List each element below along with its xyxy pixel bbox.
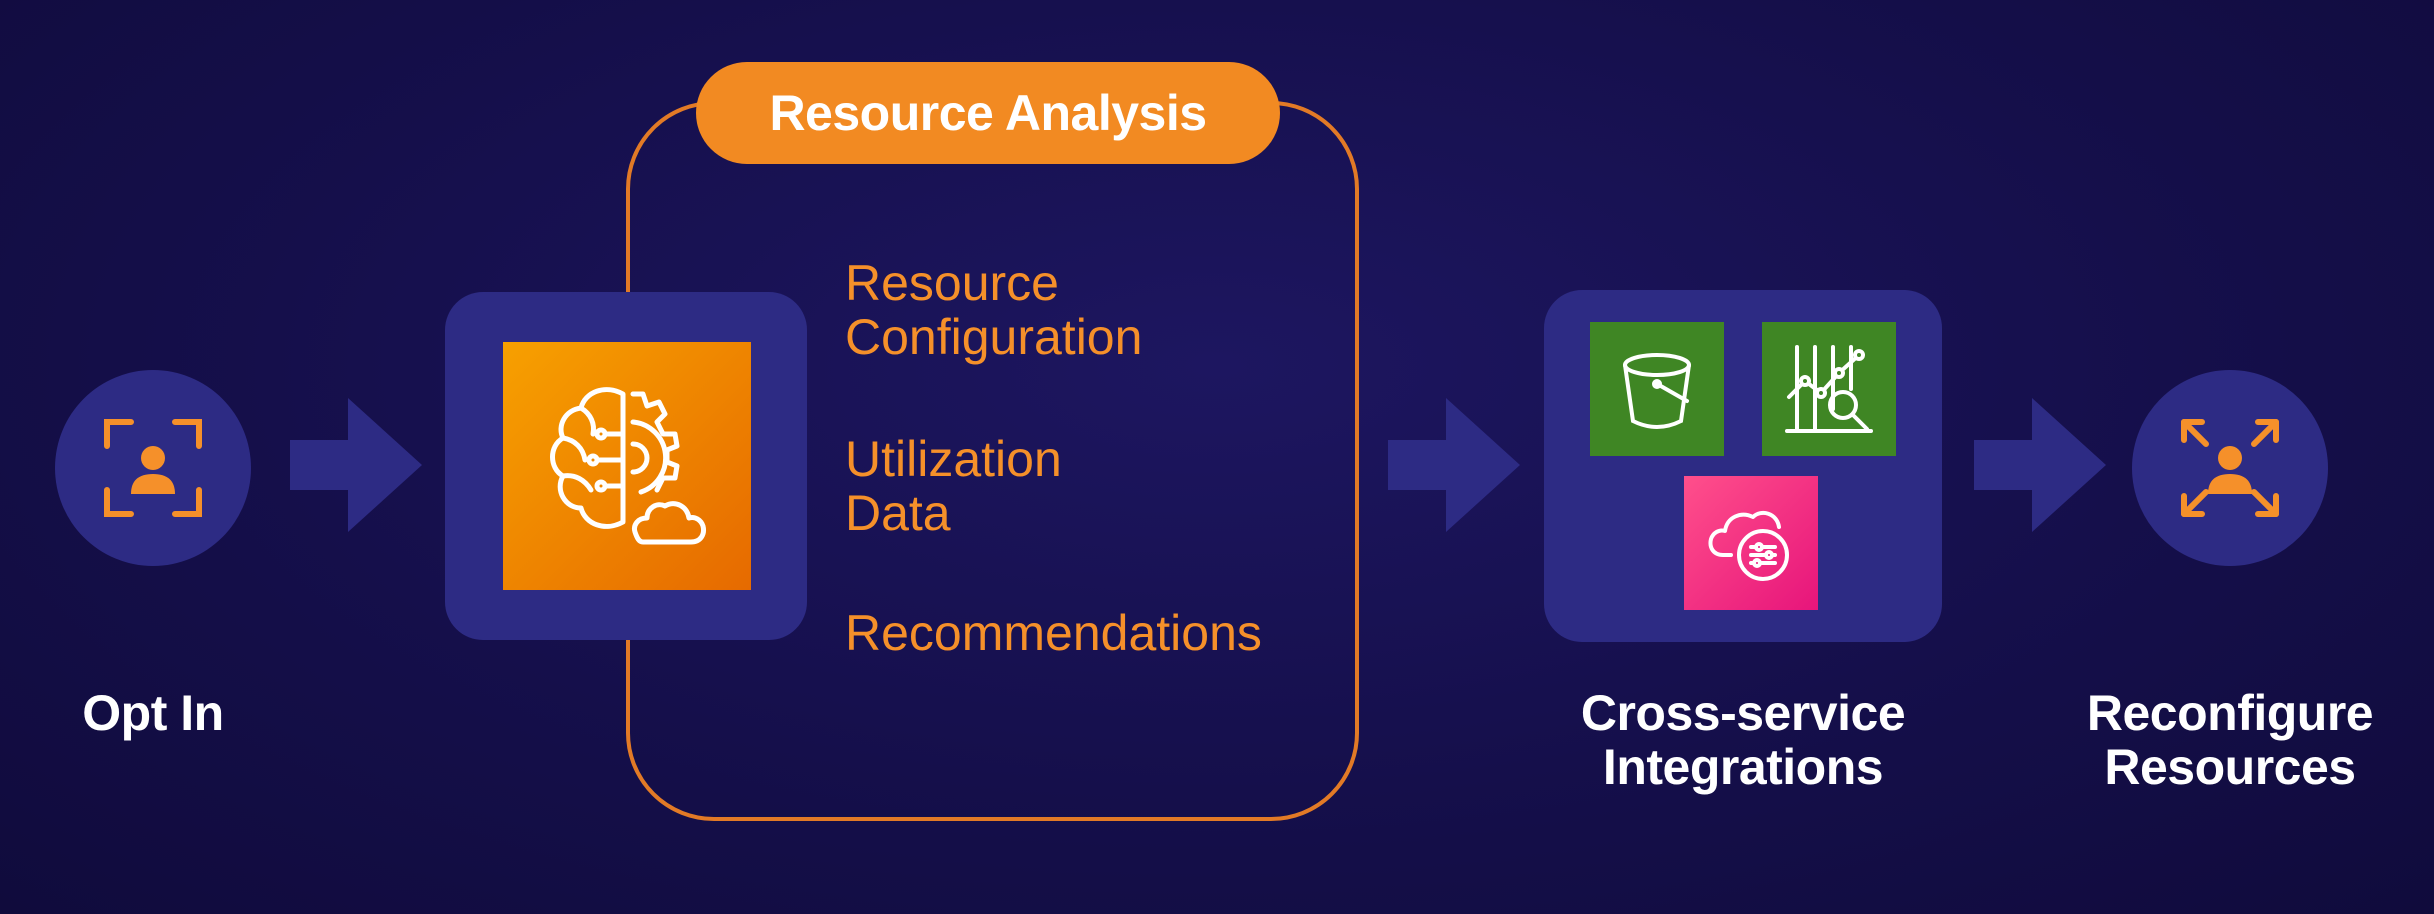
analysis-item-resource-configuration: Resource Configuration bbox=[845, 255, 1143, 365]
s3-service-tile bbox=[1590, 322, 1724, 456]
machine-learning-brain-gear-icon bbox=[550, 387, 706, 545]
analytics-service-tile bbox=[1762, 322, 1896, 456]
arrow-icon bbox=[290, 398, 422, 532]
analysis-item-utilization-data: Utilization Data bbox=[845, 431, 1062, 541]
cloud-settings-icon bbox=[1708, 510, 1789, 581]
reconfigure-label-line2: Resources bbox=[2104, 739, 2356, 795]
opt-in-badge bbox=[55, 370, 251, 566]
cross-service-label-line2: Integrations bbox=[1602, 739, 1884, 795]
cross-service-label: Cross-service Integrations bbox=[1500, 686, 1986, 794]
arrow-icon bbox=[1388, 398, 1520, 532]
s3-bucket-icon bbox=[1623, 353, 1691, 429]
analytics-chart-icon bbox=[1785, 345, 1873, 433]
user-focus-icon bbox=[104, 419, 202, 517]
arrow-icon bbox=[1974, 398, 2106, 532]
analysis-item-recommendations: Recommendations bbox=[845, 605, 1262, 661]
reconfigure-label-line1: Reconfigure bbox=[2086, 685, 2374, 741]
cross-service-label-line1: Cross-service bbox=[1580, 685, 1906, 741]
cloud-settings-service-tile bbox=[1684, 476, 1818, 610]
opt-in-label: Opt In bbox=[82, 685, 224, 741]
resource-analysis-title: Resource Analysis bbox=[696, 62, 1280, 164]
reconfigure-label: Reconfigure Resources bbox=[2040, 686, 2420, 794]
analysis-service-tile bbox=[503, 342, 751, 590]
user-expand-icon bbox=[2181, 419, 2279, 517]
reconfigure-badge bbox=[2132, 370, 2328, 566]
